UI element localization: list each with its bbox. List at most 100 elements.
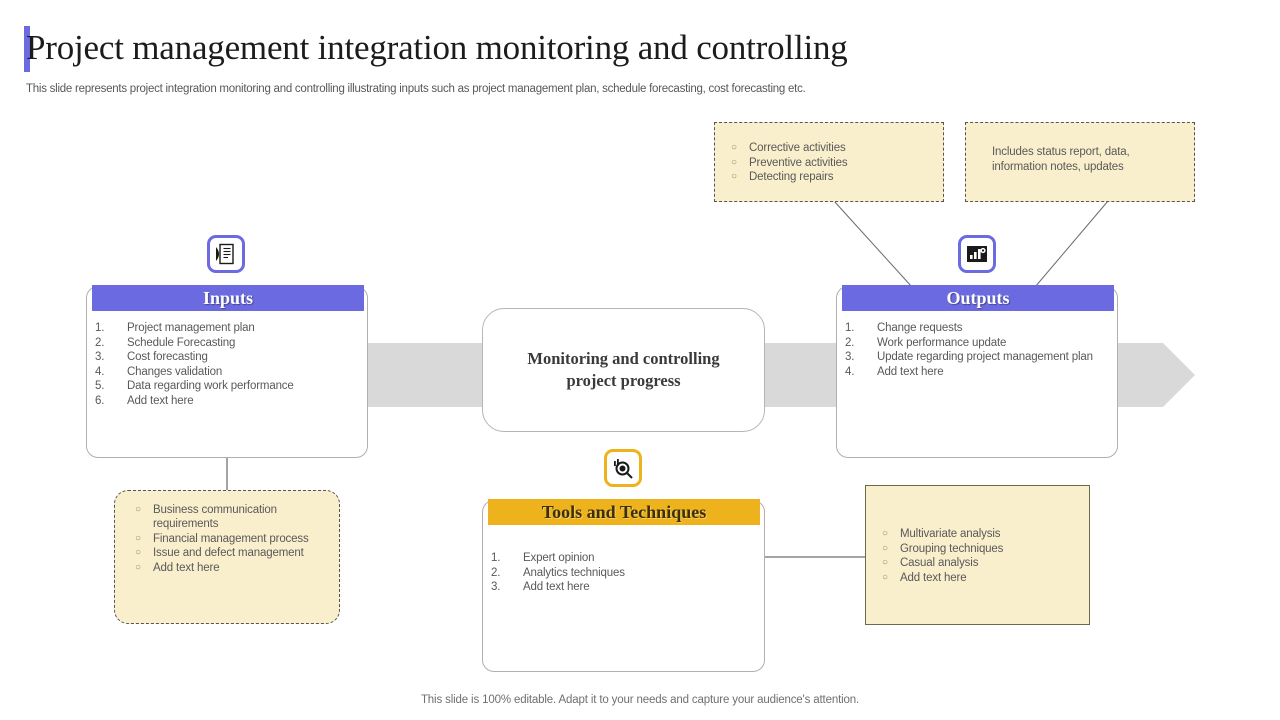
list-item: ○ Detecting repairs [723,170,937,184]
list-item-label: Project management plan [127,322,255,334]
list-item-number: 5. [95,380,105,393]
list-item-number: 4. [95,365,105,378]
list-item: ○ Financial management process [127,532,332,546]
list-item: 3. Update regarding project management pl… [845,350,1113,364]
list-item-label: Cost forecasting [127,351,208,364]
panel-tools-and-techniques[interactable]: Tools and Techniques 1. Expert opinion 2.… [482,499,765,672]
inputs-icon-badge[interactable] [207,235,245,273]
panel-inputs-list: 1. Project management plan 2. Schedule For… [95,321,363,409]
list-item-label: Issue and defect management [153,547,304,560]
panel-inputs-header: Inputs [92,285,364,311]
list-item-label: Expert opinion [523,552,595,564]
list-item: 2.Work performance update [845,336,1113,350]
list-item-label: Add text here [523,581,590,594]
list-item-label: Casual analysis [900,557,979,570]
callout-corrective-activities[interactable]: ○ Corrective activities ○ Preventive activ… [714,122,944,202]
circle-bullet-icon: ○ [882,571,888,583]
callout-status-report-text: Includes status report, data, informatio… [992,146,1130,173]
list-item-number: 2. [491,566,501,579]
list-item-label: Grouping techniques [900,542,1004,555]
list-item-label: Change requests [877,322,963,334]
circle-bullet-icon: ○ [882,528,888,539]
page-title: Project management integration monitorin… [26,28,848,67]
panel-tools-list: 1.Expert opinion 2.Analytics techniques … [491,551,759,595]
list-item: 2.Analytics techniques [491,566,759,580]
list-item-label: Update regarding project management plan [877,351,1093,364]
circle-bullet-icon: ○ [731,142,737,153]
list-item: 4. Add text here [845,365,1113,379]
list-item-label: Data regarding work performance [127,380,294,393]
title-accent-bar [24,26,30,72]
list-item: ○ Casual analysis [874,556,1084,570]
list-item-label: Multivariate analysis [900,528,1001,540]
list-item: ○ Corrective activities [723,141,937,155]
list-item-number: 1. [95,322,105,334]
tools-icon-badge[interactable] [604,449,642,487]
list-item-label: Financial management process [153,532,309,545]
circle-bullet-icon: ○ [731,171,737,183]
list-item-number: 1. [845,322,855,334]
magnifier-chart-icon [614,459,633,479]
circle-bullet-icon: ○ [135,532,141,544]
list-item: ○ Add text here [127,561,332,575]
list-item-number: 4. [845,365,855,378]
list-item-label: Add text here [900,571,967,584]
list-item: ○ Business communication requirements [127,503,332,532]
circle-bullet-icon: ○ [135,562,141,574]
list-item: ○ Multivariate analysis [874,527,1084,541]
panel-outputs[interactable]: Outputs 1. Change requests 2.Work perform… [836,285,1118,458]
panel-outputs-header: Outputs [842,285,1114,311]
list-item-label: Add text here [127,394,194,407]
callout-inputs-detail-list: ○ Business communication requirements ○ Fi… [127,503,332,576]
bar-chart-monitor-icon [967,246,987,262]
list-item-number: 2. [95,336,105,349]
list-item: 1. Change requests [845,321,1113,335]
list-item: 6. Add text here [95,394,363,408]
panel-tools-header: Tools and Techniques [488,499,760,525]
list-item: 1. Project management plan [95,321,363,335]
list-item: 2. Schedule Forecasting [95,336,363,350]
callout-tools-detail[interactable]: ○ Multivariate analysis ○ Grouping techniq… [865,485,1090,625]
list-item-label: Add text here [877,365,944,378]
list-item-label: Changes validation [127,365,223,378]
list-item-label: Work performance update [877,336,1007,349]
circle-bullet-icon: ○ [731,156,737,168]
circle-bullet-icon: ○ [882,542,888,554]
list-item-label: Detecting repairs [749,171,834,184]
list-item: ○ Preventive activities [723,156,937,170]
list-item-number: 3. [845,351,855,364]
center-process-box[interactable]: Monitoring and controlling project progr… [482,308,765,432]
callout-tools-detail-list: ○ Multivariate analysis ○ Grouping techniq… [874,527,1084,585]
outputs-icon-badge[interactable] [958,235,996,273]
list-item-label: Schedule Forecasting [127,336,236,349]
list-item-number: 3. [491,581,501,594]
page-subtitle: This slide represents project integratio… [26,83,806,95]
list-item: 3. Add text here [491,580,759,594]
circle-bullet-icon: ○ [135,504,141,515]
list-item-number: 1. [491,552,501,564]
list-item: 4. Changes validation [95,365,363,379]
list-item-label: Corrective activities [749,142,846,154]
list-item: ○ Add text here [874,571,1084,585]
panel-inputs[interactable]: Inputs 1. Project management plan 2. Sched… [86,285,368,458]
list-item-label: Business communication requirements [153,504,277,531]
callout-inputs-detail[interactable]: ○ Business communication requirements ○ Fi… [114,490,340,624]
list-item-number: 6. [95,394,105,407]
list-item: 5. Data regarding work performance [95,379,363,393]
panel-inputs-title: Inputs [202,288,254,308]
callout-status-report[interactable]: Includes status report, data, informatio… [965,122,1195,202]
panel-outputs-list: 1. Change requests 2.Work performance upd… [845,321,1113,379]
list-item: 3. Cost forecasting [95,350,363,364]
circle-bullet-icon: ○ [882,557,888,569]
list-item: 1. Expert opinion [491,551,759,565]
list-item-label: Preventive activities [749,156,848,169]
panel-tools-title: Tools and Techniques [541,502,707,522]
list-item-number: 3. [95,351,105,364]
footer-note: This slide is 100% editable. Adapt it to… [420,694,860,706]
list-item: ○ Issue and defect management [127,546,332,560]
document-arrow-icon [216,243,234,265]
circle-bullet-icon: ○ [135,547,141,559]
panel-outputs-title: Outputs [946,288,1010,308]
callout-corrective-list: ○ Corrective activities ○ Preventive activ… [723,141,937,185]
list-item-label: Add text here [153,562,220,575]
